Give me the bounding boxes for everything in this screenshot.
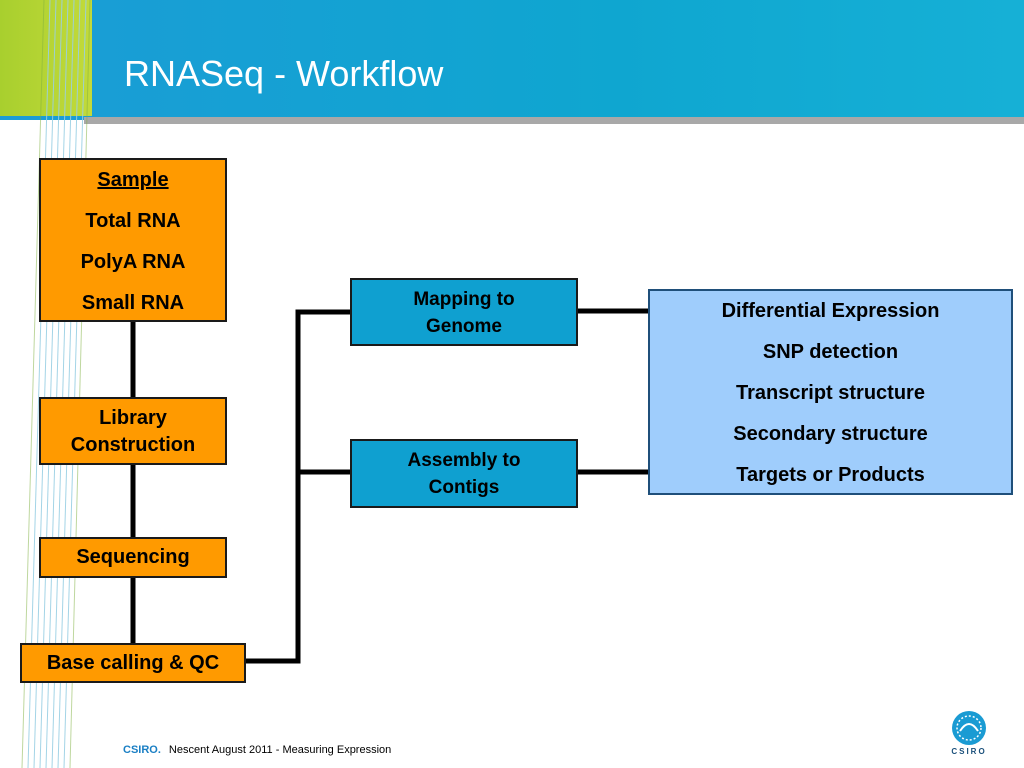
- base-calling-label: Base calling & QC: [46, 652, 220, 674]
- header-bar: [0, 0, 1024, 120]
- assembly-line: Contigs: [428, 477, 500, 498]
- sequencing-box: Sequencing: [39, 537, 227, 578]
- footer-text: Nescent August 2011 - Measuring Expressi…: [168, 744, 392, 756]
- application-item: SNP detection: [762, 341, 899, 363]
- sample-item: PolyA RNA: [80, 251, 186, 273]
- application-item: Secondary structure: [733, 423, 928, 445]
- library-construction-box: Library Construction: [39, 397, 227, 465]
- sample-item: Total RNA: [85, 210, 181, 232]
- applications-box: Differential Expression SNP detection Tr…: [648, 289, 1013, 495]
- mapping-line: Mapping to: [413, 289, 515, 310]
- footer-brand: CSIRO.: [123, 744, 161, 756]
- header-shadow: [84, 117, 1024, 124]
- application-item: Transcript structure: [736, 382, 925, 404]
- assembly-line: Assembly to: [407, 450, 521, 471]
- sample-item: Small RNA: [81, 292, 185, 314]
- footer: CSIRO. Nescent August 2011 - Measuring Ex…: [123, 744, 391, 756]
- mapping-box: Mapping to Genome: [350, 278, 578, 346]
- csiro-logo-icon: CSIRO: [951, 711, 986, 756]
- sequencing-label: Sequencing: [76, 546, 190, 568]
- page-title: RNASeq - Workflow: [124, 53, 444, 94]
- application-item: Differential Expression: [721, 300, 940, 322]
- connector-basecalling-branch: [245, 309, 350, 664]
- mapping-line: Genome: [425, 316, 503, 337]
- sample-box: Sample Total RNA PolyA RNA Small RNA: [39, 158, 227, 322]
- sample-heading: Sample: [97, 169, 169, 191]
- csiro-logo: CSIRO: [948, 709, 990, 762]
- application-item: Targets or Products: [736, 464, 925, 486]
- header-accent: [0, 0, 92, 116]
- library-line: Construction: [70, 434, 196, 456]
- library-line: Library: [99, 407, 167, 429]
- base-calling-box: Base calling & QC: [20, 643, 246, 683]
- svg-text:CSIRO: CSIRO: [951, 747, 986, 756]
- assembly-box: Assembly to Contigs: [350, 439, 578, 508]
